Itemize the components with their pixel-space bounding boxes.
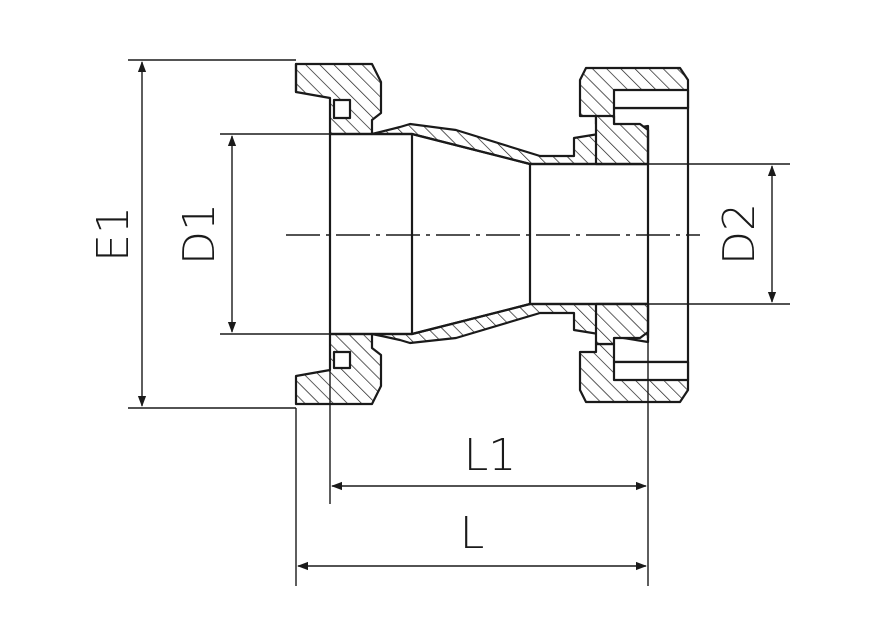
label-d1: D1 — [174, 203, 225, 265]
dimension-d2: D2 — [648, 163, 790, 305]
label-l1: L1 — [464, 430, 517, 481]
dimension-d1: D1 — [174, 133, 330, 335]
label-e1: E1 — [88, 206, 139, 262]
label-l: L — [460, 508, 485, 559]
left-flange-top — [294, 62, 383, 136]
right-nut-top — [578, 66, 690, 166]
dimension-e1: E1 — [88, 59, 297, 586]
dimension-l: L — [297, 508, 647, 571]
dimension-l1: L1 — [329, 334, 649, 586]
right-nut-bottom — [578, 302, 690, 404]
label-d2: D2 — [714, 203, 765, 265]
left-flange-bottom — [294, 332, 383, 406]
